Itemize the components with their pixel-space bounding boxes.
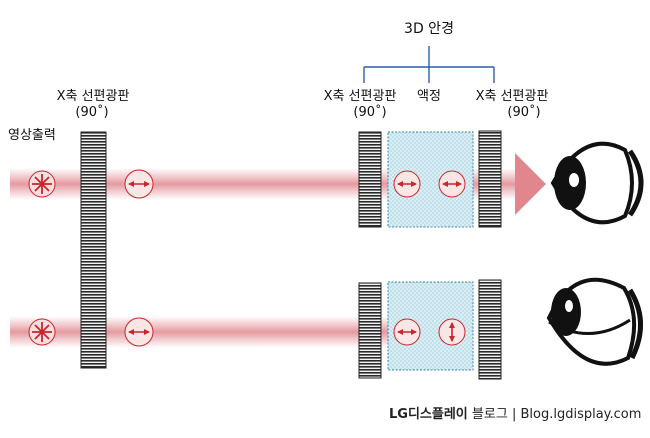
polarizer-left-label: X축 선편광판 <box>56 89 130 104</box>
polarizer-glasses-right-label: X축 선편광판 <box>475 89 549 104</box>
liquid-crystal-label: 액정 <box>417 89 441 104</box>
glasses-polarizer-back-bottom <box>478 279 502 380</box>
polarizer-left-angle: (90˚) <box>75 105 109 120</box>
display-polarizer-plate <box>80 131 107 369</box>
footer-url: Blog.lgdisplay.com <box>520 407 642 422</box>
lc-state-icon-top-2 <box>438 170 466 198</box>
eye-closed-icon <box>546 277 643 366</box>
source-label: 영상출력 <box>8 128 56 143</box>
unpolarized-light-icon-top <box>28 170 56 198</box>
footer-blog: 블로그 <box>471 407 508 422</box>
unpolarized-light-icon-bottom <box>28 318 56 346</box>
lc-state-icon-top-1 <box>393 170 421 198</box>
lc-state-icon-bottom-1 <box>393 318 421 346</box>
lc-state-icon-bottom-2 <box>438 318 466 346</box>
glasses-bracket <box>363 46 495 83</box>
polarizer-glasses-right-angle: (90˚) <box>507 105 541 120</box>
glasses-polarizer-front-top <box>358 131 382 228</box>
polarizer-glasses-left-label: X축 선편광판 <box>323 89 397 104</box>
eye-open-icon <box>550 141 644 225</box>
footer-brand: LG디스플레이 <box>389 407 468 422</box>
footer-credit: LG디스플레이 블로그 | Blog.lgdisplay.com <box>389 403 641 422</box>
polarized-light-icon-bottom <box>124 317 154 347</box>
glasses-polarizer-front-bottom <box>358 282 382 379</box>
polarizer-glasses-left-angle: (90˚) <box>353 105 387 120</box>
glasses-title: 3D 안경 <box>404 21 454 37</box>
footer-separator: | <box>511 407 517 422</box>
polarized-light-icon-top <box>124 169 154 199</box>
glasses-polarizer-back-top <box>478 130 502 228</box>
